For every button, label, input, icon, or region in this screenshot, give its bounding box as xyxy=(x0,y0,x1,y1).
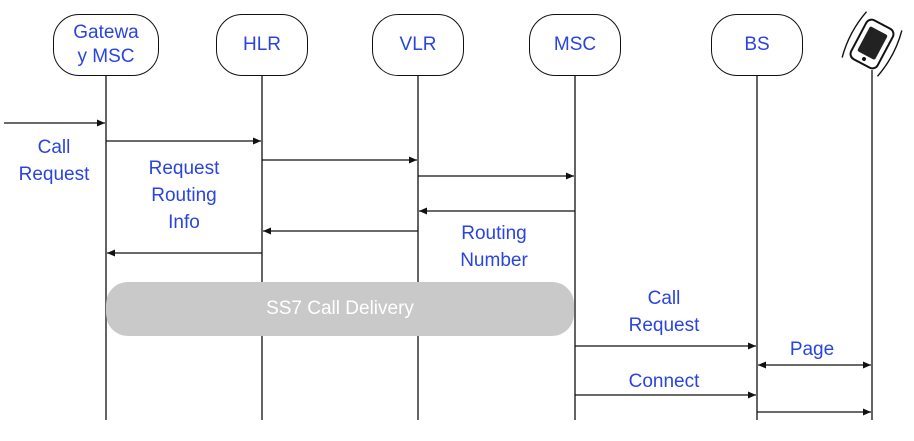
entity-gateway-msc: Gatewa y MSC xyxy=(53,14,159,76)
entity-msc: MSC xyxy=(529,14,621,76)
entity-vlr-label: VLR xyxy=(399,34,437,55)
ss7-call-delivery-band: SS7 Call Delivery xyxy=(106,282,574,336)
label-call-request-1: Call Request xyxy=(18,137,90,185)
label-page: Page xyxy=(789,339,835,360)
entity-bs-label: BS xyxy=(744,34,770,55)
label-connect: Connect xyxy=(628,371,700,392)
label-request-routing-info: Request Routing Info xyxy=(148,158,220,233)
entity-gateway-label: Gatewa y MSC xyxy=(73,22,139,67)
ss7-call-delivery-label: SS7 Call Delivery xyxy=(266,298,414,319)
entity-vlr: VLR xyxy=(372,14,464,76)
mobile-phone-icon xyxy=(841,11,903,77)
entity-bs: BS xyxy=(711,14,803,76)
label-call-request-2: Call Request xyxy=(628,288,700,336)
label-routing-number: Routing Number xyxy=(460,223,528,271)
entity-msc-label: MSC xyxy=(553,34,597,55)
entity-hlr-label: HLR xyxy=(242,34,281,55)
entity-hlr: HLR xyxy=(216,14,308,76)
